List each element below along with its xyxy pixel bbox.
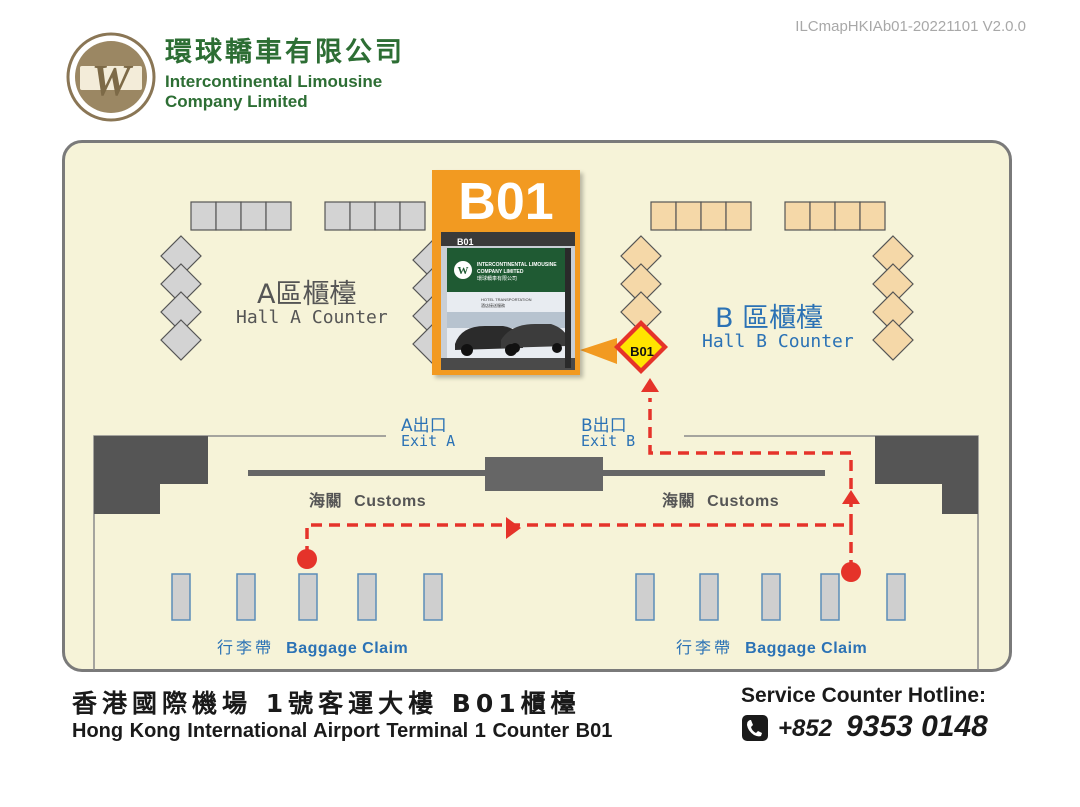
left-corner-wall [94,436,208,514]
hall-b-diagonal-counters-left [620,235,662,333]
photo-banner-line2: 酒店接送服務 [481,302,505,308]
hall-a-label-chinese: A區櫃檯 [257,279,357,310]
photo-sign-code: B01 [457,237,474,247]
exit-a-label-chinese: A出口 [401,416,447,436]
customs-left-label: 海關 Customs [309,487,426,511]
customs-left-english: Customs [354,493,427,510]
hall-a-diagonal-counters-left [160,235,202,361]
phone-icon [742,715,768,741]
counter-marker-label: B01 [630,344,654,359]
customs-right-english: Customs [707,493,780,510]
hall-b-counter-row-right [784,201,886,231]
baggage-belts-right [635,573,906,621]
baggage-right-english: Baggage Claim [745,640,868,657]
right-corner-wall [875,436,978,514]
customs-center-block [485,457,603,491]
brand-name-chinese: 環球轎車有限公司 [165,37,405,68]
baggage-claim-left-label: 行李帶 Baggage Claim [217,634,408,658]
exit-a-label-english: Exit A [401,432,456,450]
hotline-country-code[interactable]: +852 [778,715,833,742]
photo-sign-line2: COMPANY LIMITED [477,269,524,275]
photo-sign-line1: INTERCONTINENTAL LIMOUSINE [477,262,557,268]
hall-a-label-english: Hall A Counter [236,307,388,328]
counter-b01-marker: B01 [614,320,668,374]
location-chinese: 香港國際機場 1號客運大樓 B01櫃檯 [72,689,581,718]
logo-letter: W [91,56,133,105]
baggage-left-english: Baggage Claim [286,640,409,657]
hall-b-label-chinese: B 區櫃檯 [715,303,824,334]
baggage-claim-right-label: 行李帶 Baggage Claim [676,634,867,658]
brand-name-english: Intercontinental Limousine Company Limit… [165,72,382,112]
hotline-number[interactable]: 9353 0148 [846,710,988,743]
photo-sign-line3: 環球轎車有限公司 [477,275,517,282]
photo-banner-line1: HOTEL TRANSPORTATION [481,297,532,302]
hall-a-counter-row-right [324,201,426,231]
hall-a-counter-row-left [190,201,292,231]
location-english: Hong Kong International Airport Terminal… [72,720,613,742]
route-start-right [841,562,861,582]
hall-b-diagonal-counters-right [872,235,914,361]
route-start-left [297,549,317,569]
hotline-label: Service Counter Hotline: [741,684,987,707]
baggage-left-chinese: 行李帶 [217,638,275,657]
baggage-belts-left [171,573,443,621]
route-arrow-right [506,517,521,539]
map-version-code: ILCmapHKIAb01-20221101 V2.0.0 [795,18,1026,35]
exit-b-label-english: Exit B [581,432,636,450]
customs-left-chinese: 海關 [309,491,343,510]
customs-right-label: 海關 Customs [662,487,779,511]
brand-name-english-line1: Intercontinental Limousine [165,72,383,91]
route-arrow-up [842,490,860,504]
hall-b-counter-row-left [650,201,752,231]
brand-name-english-line2: Company Limited [165,92,308,111]
company-logo: W [66,32,156,122]
hall-b-label-english: Hall B Counter [702,331,854,352]
route-arrow-up-to-counter [641,378,659,392]
counter-b01-title: B01 [458,173,554,231]
customs-right-chinese: 海關 [662,491,696,510]
baggage-right-chinese: 行李帶 [676,638,734,657]
exit-b-label-chinese: B出口 [581,416,627,436]
counter-photo: B01 W INTERCONTINENTAL LIMOUSINE COMPANY… [441,232,575,370]
counter-callout-pointer [580,338,617,364]
svg-text:W: W [458,265,469,277]
